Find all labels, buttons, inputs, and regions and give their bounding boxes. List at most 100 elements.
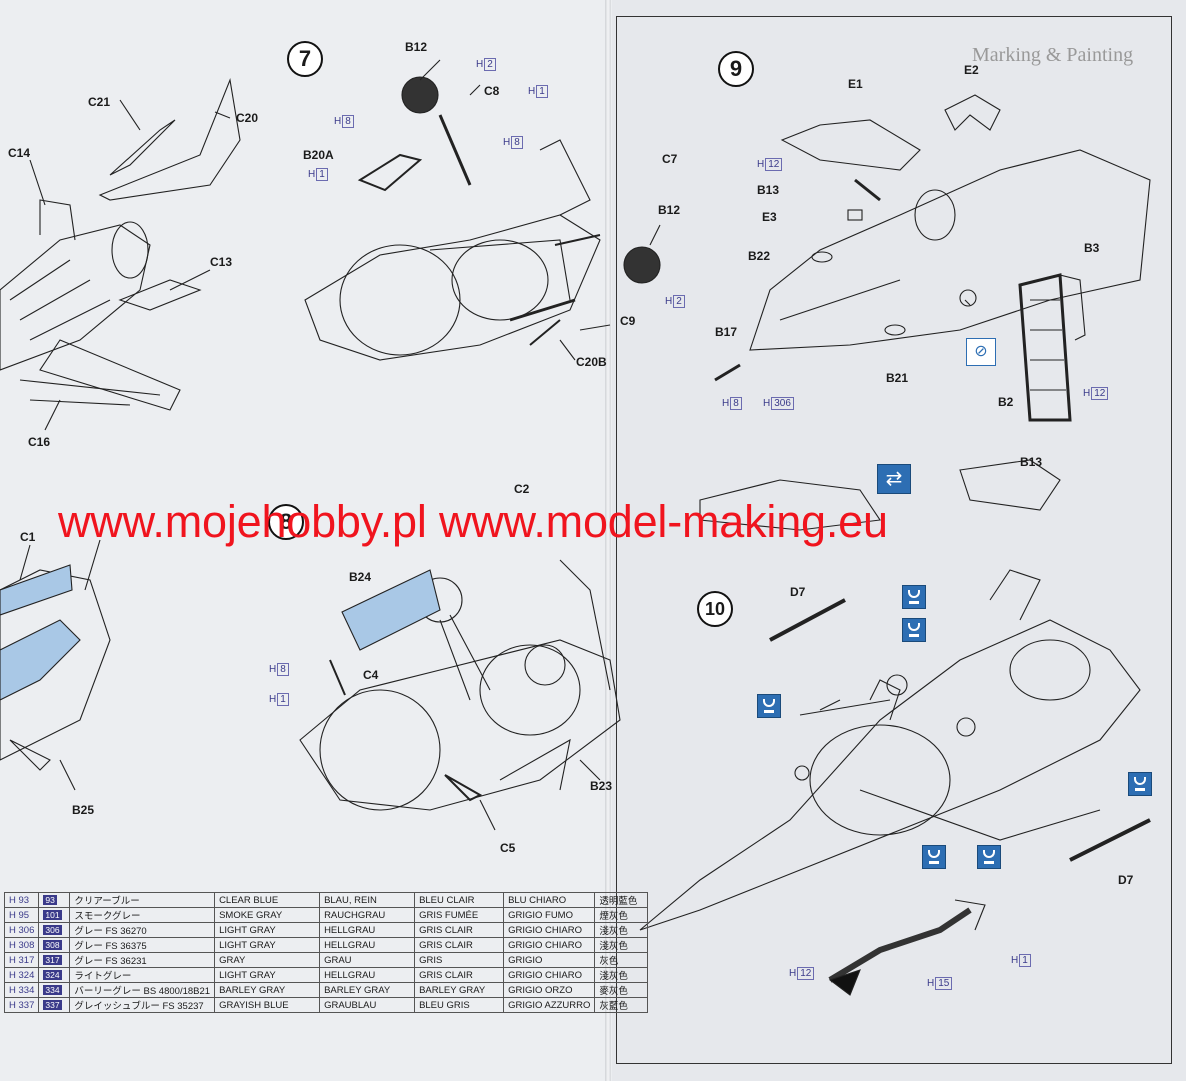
paint-cell-it: GRIGIO CHIARO (503, 967, 596, 983)
paint-cell-num: 334 (38, 982, 71, 998)
part-b24: B24 (349, 570, 372, 584)
part-b22: B22 (748, 249, 771, 263)
no-cement-icon: ⊘ (966, 338, 996, 366)
paint-cell-de: HELLGRAU (319, 967, 416, 983)
paint-cell-jp: クリアーブルー (69, 892, 216, 908)
paint-cell-en: SMOKE GRAY (214, 907, 321, 923)
part-c2: C2 (514, 482, 530, 496)
part-b25: B25 (72, 803, 95, 817)
paint-cell-num: 306 (38, 922, 71, 938)
right-page-border (616, 16, 1172, 1064)
part-e1: E1 (848, 77, 863, 91)
drill-hole-icon (1128, 772, 1152, 796)
paint-cell-code: H 308 (3, 937, 40, 953)
paint-cell-it: GRIGIO CHIARO (503, 922, 596, 938)
step10-drawing (639, 569, 1151, 996)
part-b13: B13 (757, 183, 780, 197)
paint-cell-fr: GRIS (414, 952, 505, 968)
drill-hole-icon (922, 845, 946, 869)
paint-cell-jp: バーリーグレー BS 4800/18B21 (69, 982, 216, 998)
paint-cell-cj: 灰色 (594, 952, 649, 968)
step8-drawing (299, 559, 621, 831)
paint-cell-fr: GRIS FUMÉE (414, 907, 505, 923)
b24-panel (341, 569, 441, 651)
right-page (612, 0, 1186, 1081)
paint-cell-it: BLU CHIARO (503, 892, 596, 908)
paint-cell-en: CLEAR BLUE (214, 892, 321, 908)
paint-cell-en: BARLEY GRAY (214, 982, 321, 998)
paint-cell-fr: GRIS CLAIR (414, 922, 505, 938)
paint-cell-code: H 93 (3, 892, 40, 908)
paint-cell-cj: 麥灰色 (594, 982, 649, 998)
paint-cell-en: LIGHT GRAY (214, 922, 321, 938)
paint-cell-num: 317 (38, 952, 71, 968)
part-e3: E3 (762, 210, 777, 224)
part-b17: B17 (715, 325, 738, 339)
drill-hole-icon (902, 585, 926, 609)
part-b21: B21 (886, 371, 909, 385)
paint-cell-code: H 324 (3, 967, 40, 983)
drill-hole-icon (977, 845, 1001, 869)
paint-cell-num: 93 (38, 892, 71, 908)
paint-cell-de: HELLGRAU (319, 922, 416, 938)
paint-cell-cj: 淺灰色 (594, 922, 649, 938)
part-b20a: B20A (303, 148, 334, 162)
paint-cell-it: GRIGIO AZZURRO (503, 997, 596, 1013)
paint-cell-it: GRIGIO ORZO (503, 982, 596, 998)
plan-view-drawing (699, 459, 1061, 531)
paint-cell-jp: グレー FS 36270 (69, 922, 216, 938)
paint-cell-en: GRAYISH BLUE (214, 997, 321, 1013)
drill-hole-icon (757, 694, 781, 718)
paint-cell-cj: 灰藍色 (594, 997, 649, 1013)
paint-cell-fr: GRIS CLAIR (414, 967, 505, 983)
paint-cell-jp: グレー FS 36231 (69, 952, 216, 968)
part-c9: C9 (620, 314, 636, 328)
part-c21: C21 (88, 95, 111, 109)
paint-cell-code: H 317 (3, 952, 40, 968)
step-10-number: 10 (697, 591, 733, 627)
part-c20b: C20B (576, 355, 607, 369)
part-c13: C13 (210, 255, 233, 269)
watermark-text: www.mojehobby.pl www.model-making.eu (58, 496, 888, 547)
paint-cell-jp: ライトグレー (69, 967, 216, 983)
part-b13-lower: B13 (1020, 455, 1043, 469)
paint-cell-it: GRIGIO CHIARO (503, 937, 596, 953)
paint-cell-num: 324 (38, 967, 71, 983)
paint-cell-en: LIGHT GRAY (214, 967, 321, 983)
paint-cell-cj: 淺灰色 (594, 937, 649, 953)
paint-cell-it: GRIGIO FUMO (503, 907, 596, 923)
paint-cell-en: LIGHT GRAY (214, 937, 321, 953)
left-fuselage-drawing (0, 77, 241, 411)
paint-cell-num: 101 (38, 907, 71, 923)
paint-cell-de: GRAUBLAU (319, 997, 416, 1013)
paint-cell-jp: グレー FS 36375 (69, 937, 216, 953)
part-c16: C16 (28, 435, 51, 449)
paint-cell-fr: GRIS CLAIR (414, 937, 505, 953)
paint-cell-de: BLAU, REIN (319, 892, 416, 908)
step7-drawing (304, 59, 661, 361)
paint-cell-code: H 95 (3, 907, 40, 923)
part-e2: E2 (964, 63, 979, 77)
part-b3: B3 (1084, 241, 1100, 255)
part-d7-top: D7 (790, 585, 806, 599)
paint-cell-num: 308 (38, 937, 71, 953)
part-c4: C4 (363, 668, 379, 682)
part-d7-bottom: D7 (1118, 873, 1134, 887)
